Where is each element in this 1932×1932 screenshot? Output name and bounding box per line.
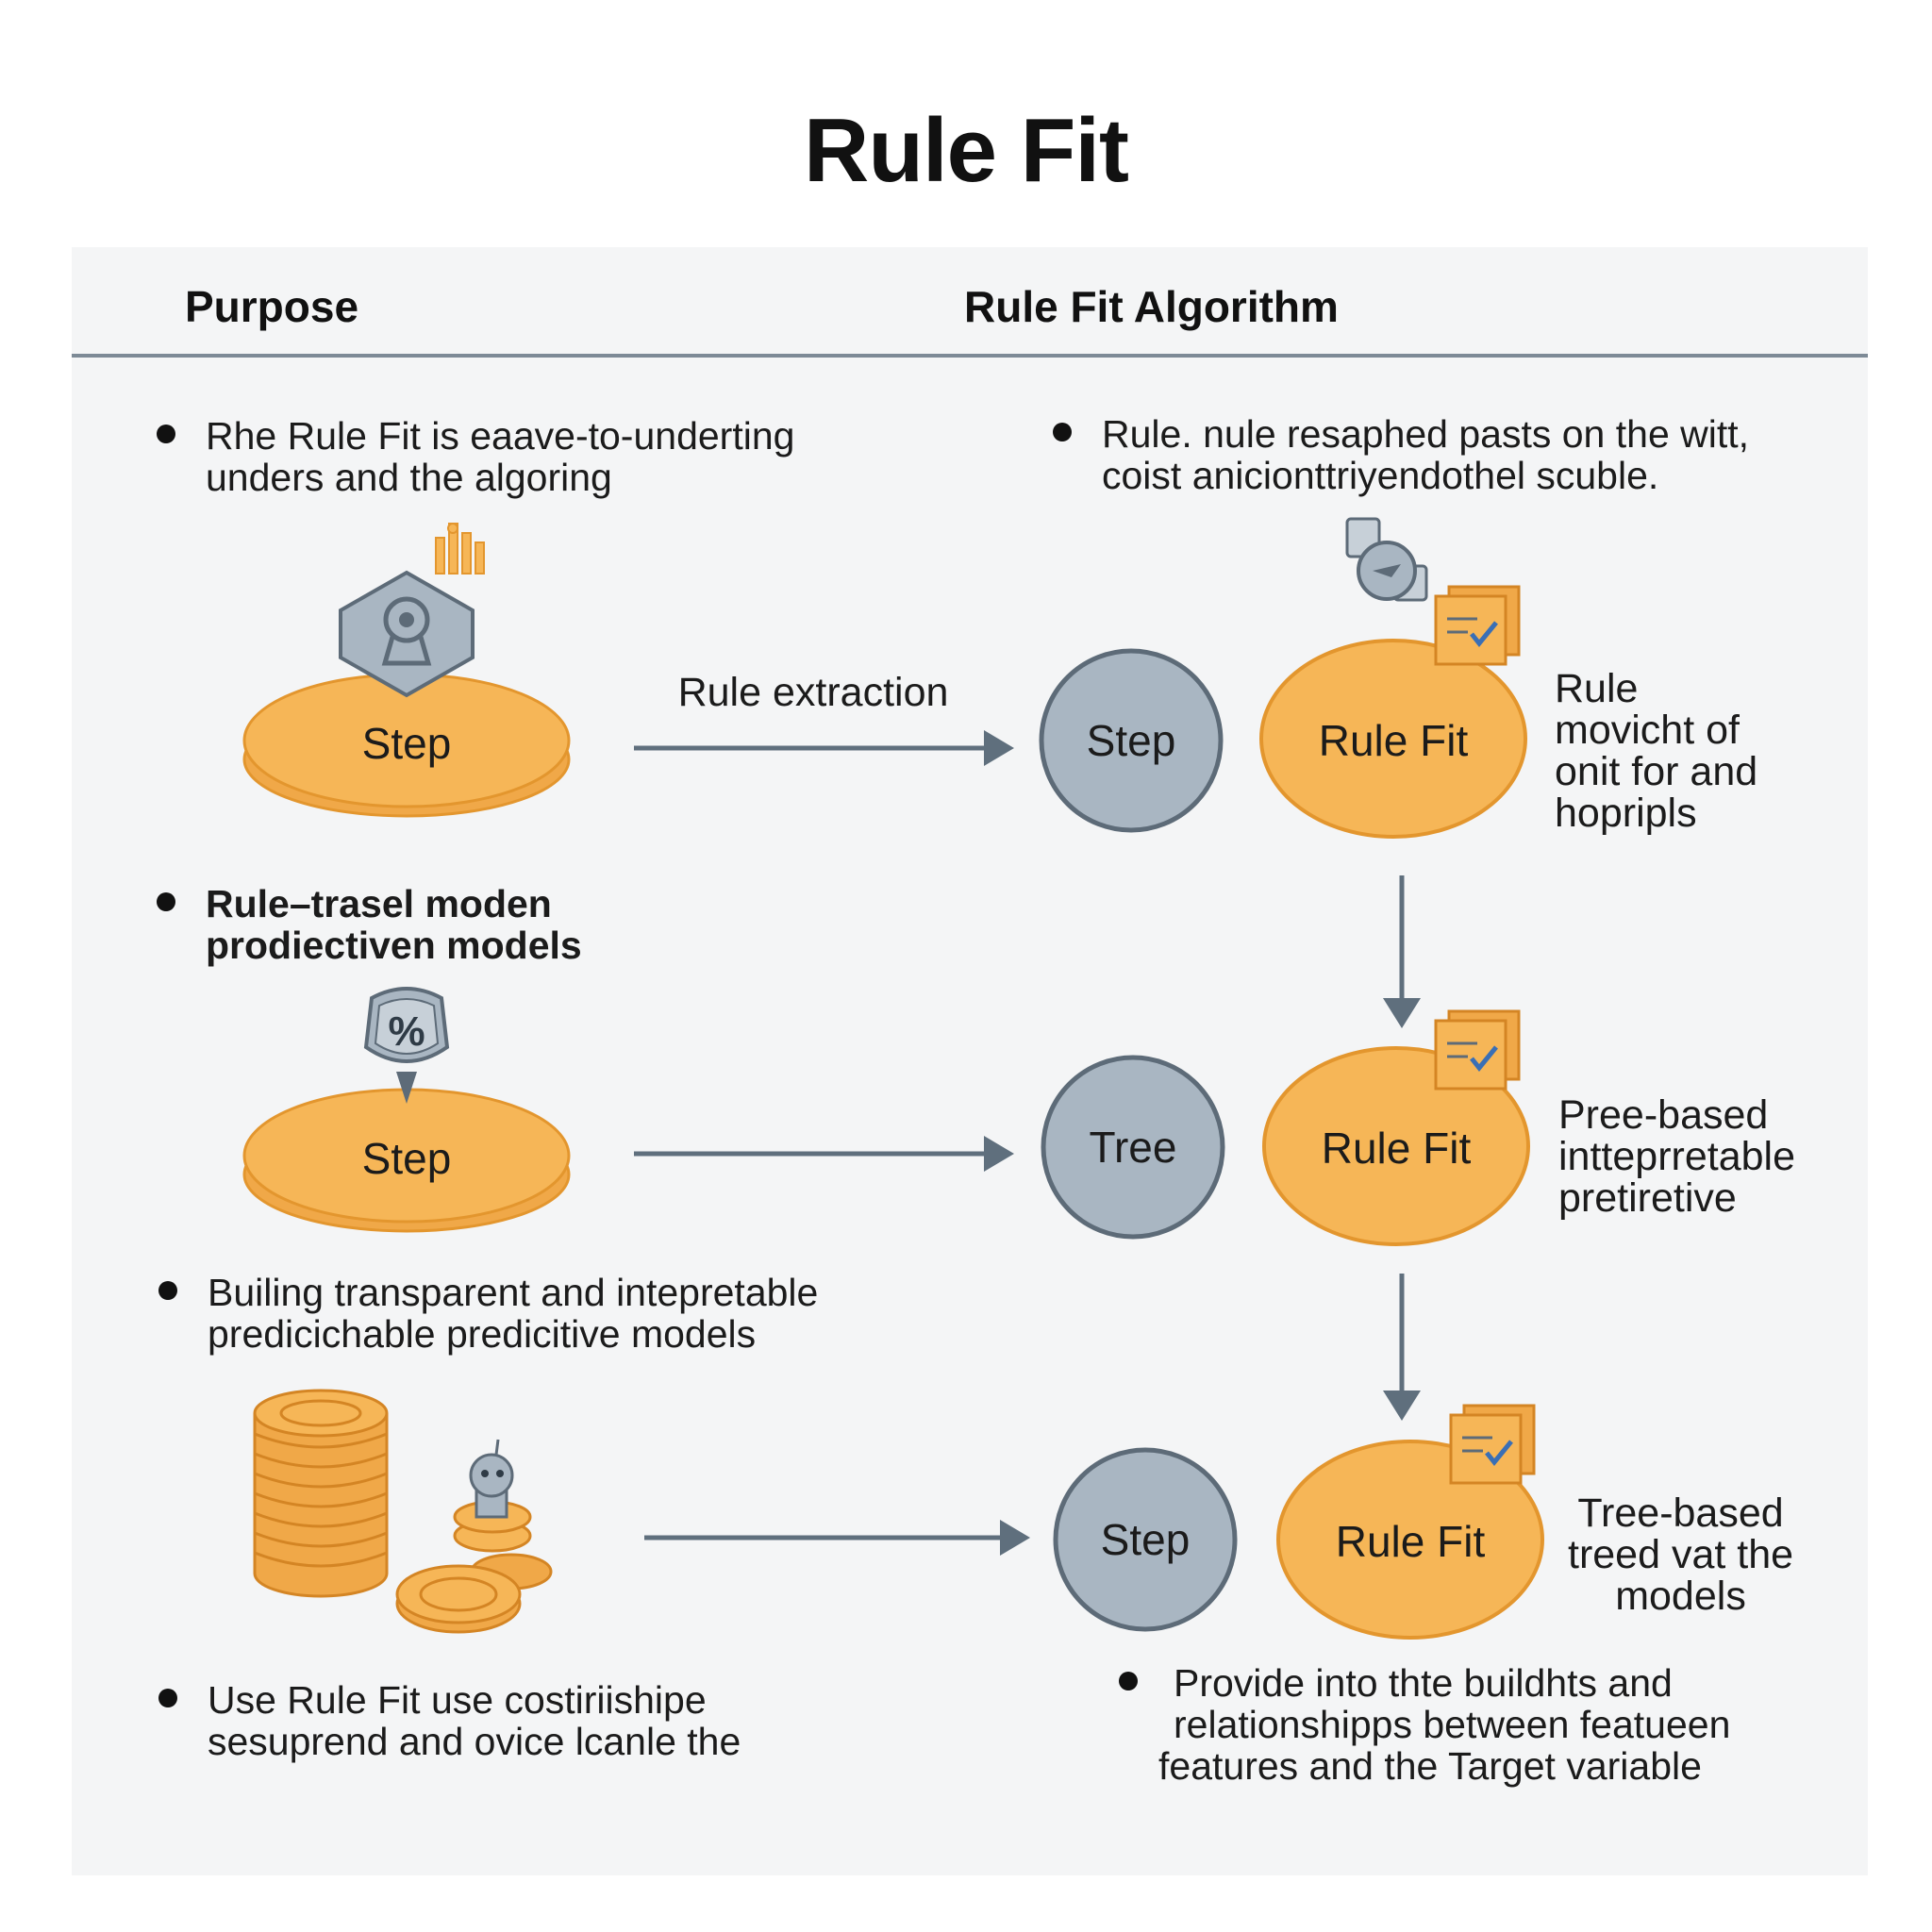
bullet-line: sesuprend and ovice lcanle the bbox=[208, 1720, 741, 1763]
side-label-1: Rule movicht of onit for and hopripls bbox=[1555, 668, 1757, 834]
purpose-bullet-1: Rhe Rule Fit is eaave-to-underting under… bbox=[157, 414, 795, 499]
gray-node-1: Step bbox=[1039, 648, 1224, 833]
gray-node-label: Step bbox=[1101, 1515, 1191, 1564]
step-label: Step bbox=[362, 1134, 452, 1183]
bullet-line: Rhe Rule Fit is eaave-to-underting bbox=[206, 414, 795, 458]
arrow-label: Rule extraction bbox=[678, 670, 949, 715]
down-arrow-1 bbox=[1383, 875, 1421, 1028]
side-label-line: Pree-based bbox=[1558, 1092, 1769, 1138]
side-label-line: pretiretive bbox=[1558, 1175, 1737, 1221]
bullet-line: coist anicionttriyendothel scuble. bbox=[1102, 454, 1659, 497]
side-label-line: models bbox=[1615, 1574, 1746, 1619]
coin-stack-icon bbox=[253, 1389, 389, 1598]
side-label-line: intteprretable bbox=[1558, 1134, 1795, 1179]
bullet-line: Rule–trasel moden bbox=[206, 882, 552, 925]
side-label-line: treed vat the bbox=[1568, 1532, 1794, 1577]
row-3-arrow bbox=[644, 1520, 1030, 1556]
rule-fit-label: Rule Fit bbox=[1319, 716, 1469, 765]
bullet-line: prodiectiven models bbox=[206, 924, 582, 967]
page-title: Rule Fit bbox=[804, 100, 1129, 201]
rule-fit-node-2: Rule Fit bbox=[1262, 1046, 1530, 1246]
row-2-arrow bbox=[634, 1136, 1014, 1172]
gear-badge-icon bbox=[1345, 517, 1428, 602]
bullet-line: Provide into thte buildhts and bbox=[1174, 1661, 1673, 1705]
bullet-line: relationshipps between featueen bbox=[1174, 1703, 1731, 1746]
side-label-line: movicht of bbox=[1555, 708, 1740, 753]
gray-node-label: Tree bbox=[1090, 1123, 1177, 1172]
robot-figure-icon bbox=[453, 1439, 553, 1591]
checklist-document-icon bbox=[1434, 585, 1521, 666]
purpose-bullet-3: Builing transparent and intepretable pre… bbox=[158, 1271, 819, 1356]
bullet-line: features and the Target variable bbox=[1158, 1744, 1702, 1788]
gray-node-2: Tree bbox=[1041, 1055, 1225, 1240]
header-purpose: Purpose bbox=[185, 282, 359, 331]
checklist-document-icon bbox=[1434, 1009, 1521, 1091]
bullet-line: unders and the algoring bbox=[206, 456, 612, 499]
header-divider bbox=[72, 354, 1868, 358]
bullet-line: predicichable predicitive models bbox=[208, 1312, 757, 1356]
bullet-line: Rule. nule resaphed pasts on the witt, bbox=[1102, 412, 1750, 456]
bullet-dot bbox=[1053, 423, 1072, 441]
purpose-bullet-4: Use Rule Fit use costiriishipe sesuprend… bbox=[158, 1678, 741, 1763]
location-pin-hexagon-icon bbox=[339, 570, 475, 698]
header-algorithm: Rule Fit Algorithm bbox=[964, 282, 1339, 331]
purpose-bullet-2: Rule–trasel moden prodiectiven models bbox=[157, 882, 582, 967]
side-label-2: Pree-based intteprretable pretiretive bbox=[1558, 1094, 1795, 1219]
side-label-line: Rule bbox=[1555, 666, 1639, 711]
bullet-line: Use Rule Fit use costiriishipe bbox=[208, 1678, 707, 1722]
gray-node-label: Step bbox=[1087, 716, 1176, 765]
svg-text:%: % bbox=[388, 1008, 425, 1055]
rule-fit-label: Rule Fit bbox=[1336, 1517, 1486, 1566]
bullet-dot bbox=[158, 1689, 177, 1707]
bullet-dot bbox=[157, 425, 175, 443]
checklist-document-icon bbox=[1449, 1404, 1536, 1485]
rule-fit-label: Rule Fit bbox=[1322, 1124, 1472, 1173]
percent-tag-icon: % bbox=[363, 987, 450, 1104]
step-label: Step bbox=[362, 719, 452, 768]
algorithm-bullet-1: Rule. nule resaphed pasts on the witt, c… bbox=[1053, 412, 1750, 497]
step-disc-2: Step bbox=[242, 1088, 571, 1233]
side-label-3: Tree-based treed vat the models bbox=[1568, 1492, 1793, 1617]
side-label-line: Tree-based bbox=[1577, 1491, 1784, 1536]
bar-chart-icon bbox=[435, 523, 485, 575]
bullet-line: Builing transparent and intepretable bbox=[208, 1271, 819, 1314]
side-label-line: onit for and bbox=[1555, 749, 1758, 794]
gray-node-3: Step bbox=[1053, 1447, 1238, 1632]
bullet-dot bbox=[158, 1281, 177, 1300]
down-arrow-2 bbox=[1383, 1274, 1421, 1421]
side-label-line: hopripls bbox=[1555, 791, 1697, 836]
rule-extraction-arrow bbox=[634, 730, 1014, 766]
bullet-dot bbox=[157, 892, 175, 911]
step-disc-1: Step bbox=[242, 673, 571, 818]
content-panel bbox=[72, 247, 1868, 1875]
bullet-dot bbox=[1119, 1672, 1138, 1690]
algorithm-bullet-2: Provide into thte buildhts and relations… bbox=[1119, 1661, 1731, 1787]
rule-fit-node-3: Rule Fit bbox=[1276, 1440, 1544, 1640]
rule-fit-node-1: Rule Fit bbox=[1259, 639, 1527, 839]
coin-icon bbox=[395, 1564, 522, 1634]
